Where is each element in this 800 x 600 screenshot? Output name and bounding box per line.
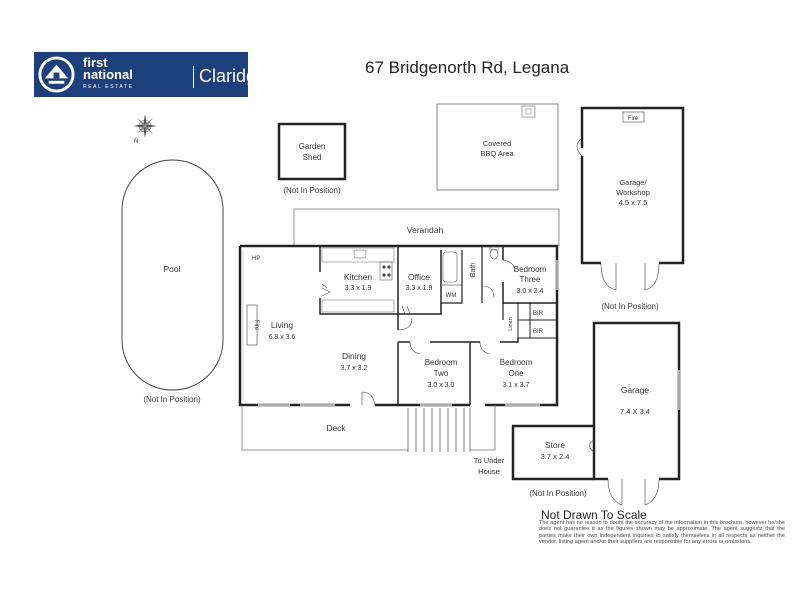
bedroom2-label-2: Two [434,369,449,378]
garden-shed-label-2: Shed [303,153,322,162]
bedroom1-label-2: One [508,369,524,378]
bbq-area-outline [436,103,559,191]
bbq-label-2: BBQ Area [480,149,514,158]
compass-label: N [134,139,138,145]
garage-outline [592,321,681,481]
sink-icon [353,249,367,259]
pool-note: (Not In Position) [143,395,201,404]
kitchen-size: 3.3 x 1.9 [345,285,372,292]
wm-label: WM [446,293,457,299]
toilet-icon [489,248,499,260]
brand-logo: first national REAL ESTATE Claridge [34,52,266,97]
workshop-outline [580,106,685,265]
office-size: 3.3 x 1.9 [406,285,433,292]
deck-stairs [407,408,471,452]
workshop-fire-box [622,111,645,123]
linen-label: Linen [508,317,514,330]
bath-tub [442,251,458,283]
bir-label-2: BIR [533,329,544,335]
cooktop-icon [379,261,393,281]
bedroom3-label-2: Three [520,275,541,284]
brand-mark-icon [38,56,75,93]
brand-divider [193,66,194,88]
workshop-note: (Not In Position) [601,302,659,311]
brand-office: Claridge [199,66,267,86]
bedroom2-size: 3.0 x 3.0 [428,382,455,389]
garden-shed-label-1: Garden [299,142,326,151]
office-walls [397,246,442,330]
compass-icon [133,114,157,138]
store-size: 3.7 x 2.4 [541,452,570,461]
store-note: (Not In Position) [529,489,587,498]
deck-outline [241,405,496,451]
hp-label: HP [252,256,260,262]
workshop-fire-label: Fire [628,116,639,122]
dining-label: Dining [342,351,366,361]
bedroom1-size: 3.1 x 3.7 [503,382,530,389]
garden-shed-outline [277,122,347,181]
under-house-label-1: To Under [474,456,505,465]
bedroom1-label-1: Bedroom [500,358,533,367]
living-label: Living [271,320,293,330]
deck-label: Deck [326,423,346,433]
verandah-label: Verandah [407,225,444,235]
bath-label: Bath [470,263,477,278]
bedroom3-label-1: Bedroom [514,265,547,274]
garage-label: Garage [621,385,650,395]
garage-size: 7.4 X 3.4 [620,407,650,416]
living-size: 6.8 x 3.6 [269,334,296,341]
hall-walls [397,338,519,405]
disclaimer: The agent has no reason to doubt the acc… [539,520,785,546]
scale-note: Not Drawn To Scale [541,508,647,522]
fireplace-label: Fire [253,320,259,331]
store-label: Store [545,440,566,450]
bedroom2-label-1: Bedroom [425,358,458,367]
brand-subline: REAL ESTATE [83,84,134,90]
bir-label-1: BIR [533,311,544,317]
property-address: 67 Bridgenorth Rd, Legana [365,58,570,77]
brand-line1: first [83,55,108,70]
verandah-outline [293,208,560,246]
brand-line2: national [83,67,133,82]
under-house-label-2: House [478,467,500,476]
pool-label: Pool [163,264,180,274]
garden-shed-note: (Not In Position) [283,186,341,195]
dining-size: 3.7 x 3.2 [341,365,368,372]
workshop-size: 4.5 x 7.5 [619,198,648,207]
pool-outline [121,159,224,391]
workshop-label-2: Workshop [616,188,650,197]
store-outline [511,424,594,481]
office-label: Office [408,272,430,282]
kitchen-walls [319,246,398,315]
kitchen-label: Kitchen [344,272,373,282]
workshop-label-1: Garage/ [619,178,647,187]
bbq-icon [521,105,536,118]
bedroom3-size: 3.0 x 2.4 [517,288,544,295]
fireplace [246,304,258,346]
bbq-label-1: Covered [483,139,511,148]
